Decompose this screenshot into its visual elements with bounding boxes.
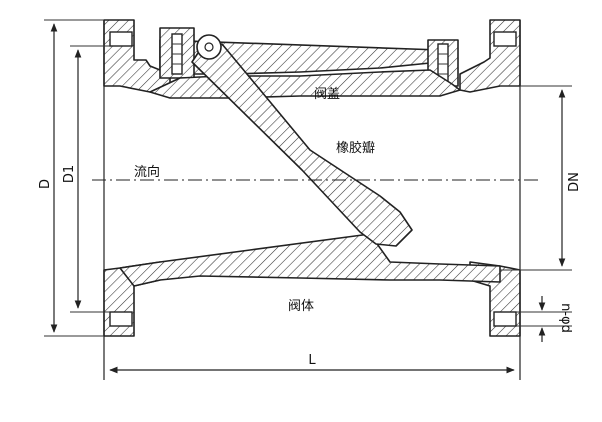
label-rubber-disc: 橡胶瓣	[336, 140, 375, 156]
left-flange-top	[103, 19, 171, 93]
right-flange-top	[459, 19, 521, 93]
dim-d1-label: D1	[62, 165, 77, 183]
bolt-hole	[493, 31, 517, 47]
dim-l-label: L	[308, 353, 316, 368]
rubber-disc	[191, 43, 413, 247]
bolt-hole	[109, 311, 133, 327]
dim-dn-label: DN	[567, 172, 582, 192]
dim-bolt-label: n-φd	[558, 303, 573, 333]
label-flow-direction: 流向	[134, 164, 160, 180]
lower-body-wall	[119, 233, 501, 287]
dim-d-label: D	[38, 179, 53, 189]
bolt-hole	[493, 311, 517, 327]
label-valve-cover: 阀盖	[314, 87, 340, 102]
label-valve-body: 阀体	[288, 299, 314, 314]
bolt-hole	[109, 31, 133, 47]
